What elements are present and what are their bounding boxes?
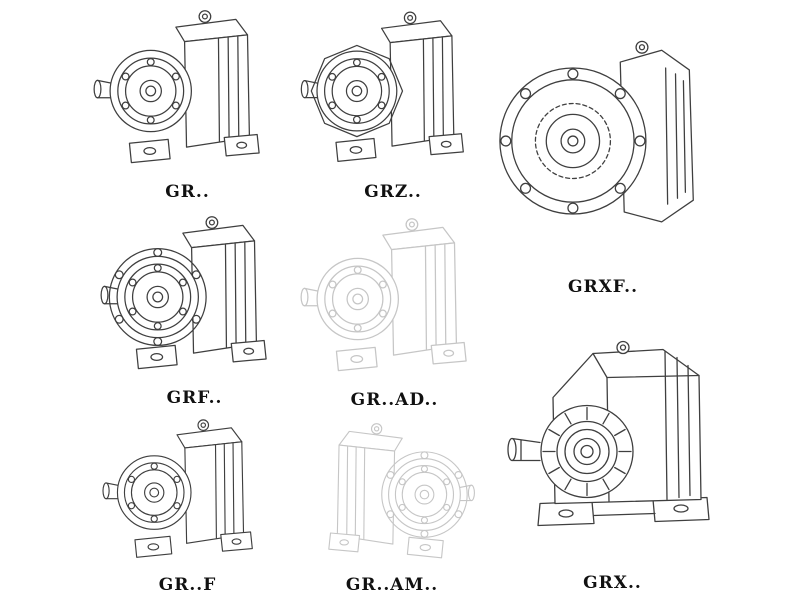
gearbox-drawing-gr-f: [85, 412, 290, 574]
gearbox-drawing-gr: [85, 2, 290, 181]
figure-gr-am: GR..AM..: [292, 416, 492, 598]
model-label-gr-ad: GR..AD..: [350, 390, 439, 410]
gearbox-drawing-grf: [92, 208, 297, 387]
figure-grx: GRX..: [495, 300, 730, 596]
figure-gr: GR..: [85, 2, 290, 205]
model-label-grxf: GRXF..: [567, 277, 639, 297]
figure-gr-f: GR..F: [85, 412, 290, 598]
gearbox-drawing-grx: [495, 300, 730, 572]
octagon-housing-plate: [310, 44, 404, 138]
model-label-gr: GR..: [165, 182, 210, 202]
gearbox-drawing-grxf: [492, 5, 714, 276]
figure-grf: GRF..: [92, 208, 297, 411]
gearbox-drawing-grz: [298, 2, 488, 181]
model-label-gr-f: GR..F: [158, 575, 217, 595]
figure-grz: GRZ..: [298, 2, 488, 205]
model-label-grx: GRX..: [583, 573, 642, 593]
model-label-grf: GRF..: [166, 388, 223, 408]
model-label-gr-am: GR..AM..: [345, 575, 439, 595]
gearbox-drawing-gr-am: [292, 416, 492, 574]
gearbox-drawing-gr-ad: [292, 210, 497, 389]
figure-grxf: GRXF..: [492, 5, 714, 300]
figure-gr-ad: GR..AD..: [292, 210, 497, 413]
model-label-grz: GRZ..: [364, 182, 422, 202]
flange-ring: [108, 248, 207, 347]
flange-ring: [381, 451, 468, 538]
